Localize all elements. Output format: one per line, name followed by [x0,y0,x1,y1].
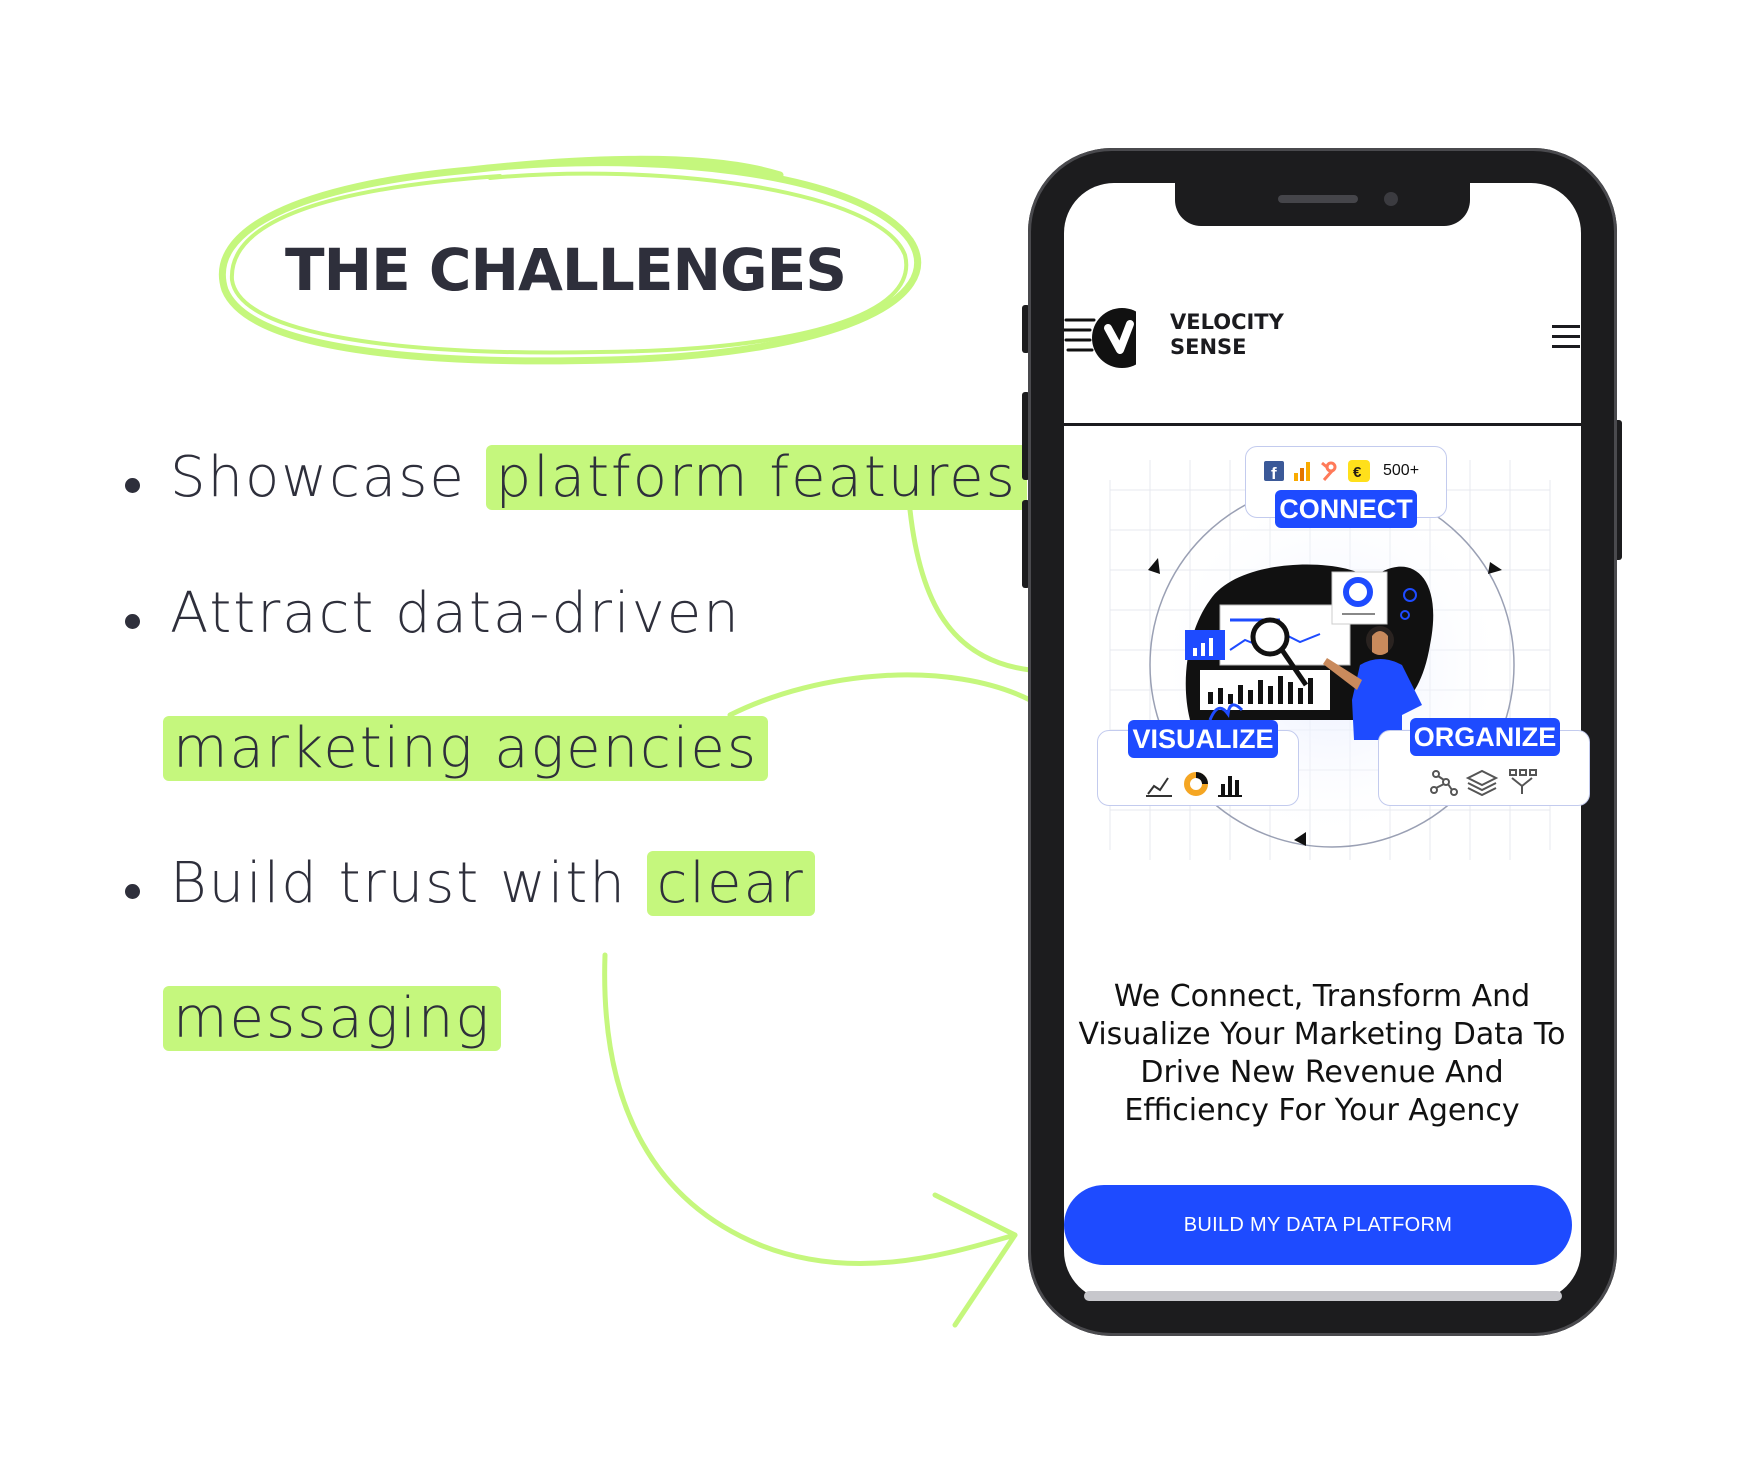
hamburger-menu-icon[interactable] [1552,325,1580,355]
challenge-item-line: Showcase platform features [170,445,1027,510]
brand-name-line1: VELOCITY [1170,310,1284,334]
phone-volume-up [1022,392,1030,480]
scribble-ellipse-2 [229,171,909,355]
section-title: THE CHALLENGES [285,236,847,304]
arrow-head-cta [932,1192,1018,1328]
challenge-text: Build trust with [170,851,647,916]
challenge-item-line: Attract data-driven [170,582,741,646]
velocity-sense-logo-icon [1064,308,1136,368]
visualize-chart-icons [1146,772,1242,797]
phone-silent-switch [1022,305,1030,353]
challenge-item-line: Build trust with clear [170,851,815,916]
phone-camera [1384,192,1398,206]
highlighted-phrase: clear [646,851,815,916]
challenge-text: Attract data-driven [170,581,741,646]
arrow-to-cta [602,952,1018,1267]
visualize-tag: VISUALIZE [1128,720,1278,758]
integrations-count: 500+ [1383,462,1420,479]
challenge-item-line: messaging [163,986,501,1051]
bullet-dot [125,614,140,629]
challenge-item-line: marketing agencies [163,716,769,781]
phone-power-button [1614,420,1622,560]
organize-icons [1430,769,1537,796]
bullet-dot [125,884,140,899]
highlighted-phrase: messaging [163,986,501,1051]
phone-volume-down [1022,500,1030,588]
phone-speaker [1278,195,1358,203]
build-my-data-platform-button[interactable]: BUILD MY DATA PLATFORM [1064,1185,1572,1265]
phone-notch [1175,180,1470,226]
connect-tag: CONNECT [1275,490,1417,528]
hero-headline: We Connect, Transform And Visualize Your… [1078,979,1566,1128]
svg-text:€: € [1353,464,1362,481]
organize-tag: ORGANIZE [1410,718,1560,756]
header-divider [1064,423,1581,426]
bullet-dot [125,478,140,493]
highlighted-phrase: marketing agencies [163,716,769,781]
scribble-ellipse [218,155,922,365]
phone-home-indicator [1084,1291,1562,1301]
highlighted-phrase: platform features [485,445,1027,510]
challenge-text: Showcase [170,445,486,510]
integration-logos-icon: f € [1264,460,1370,483]
brand-name-line2: SENSE [1170,335,1247,359]
brand-name: VELOCITY SENSE [1170,310,1284,360]
svg-text:f: f [1271,464,1277,483]
